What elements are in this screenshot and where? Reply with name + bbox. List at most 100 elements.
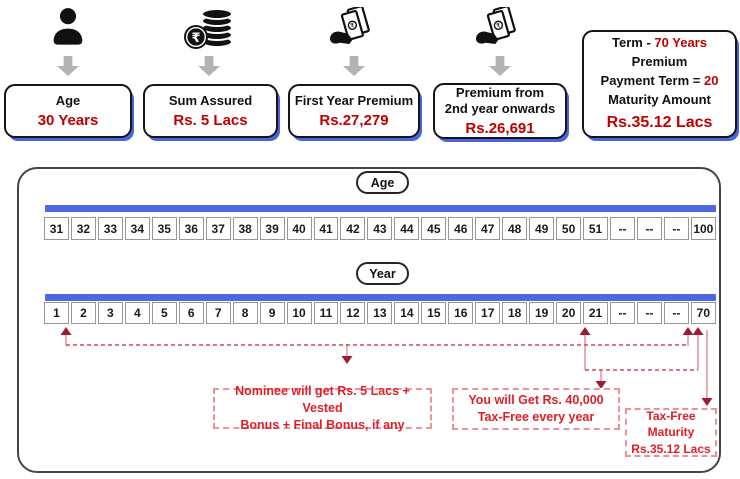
tax-free-maturity-line2: Maturity — [647, 425, 695, 440]
age-cell: -- — [636, 217, 662, 240]
down-arrow-icon — [343, 56, 365, 76]
age-cell: 39 — [259, 217, 285, 240]
maturity-amount-value: Rs.35.12 Lacs — [606, 113, 713, 131]
maturity-amount-label: Maturity Amount — [608, 91, 711, 107]
year-cell: -- — [610, 302, 635, 324]
year-cell: -- — [636, 302, 662, 324]
person-icon-svg — [53, 8, 83, 45]
age-cell: 34 — [124, 217, 150, 240]
person-icon — [46, 4, 90, 50]
age-cell: -- — [663, 217, 689, 240]
premium-2nd-year-card: Premium from 2nd year onwards Rs.26,691 — [433, 83, 567, 139]
age-cell: 38 — [232, 217, 258, 240]
year-cell: 8 — [232, 302, 258, 324]
age-cell: 44 — [394, 217, 420, 240]
age-cell: 46 — [448, 217, 474, 240]
age-axis-label: Age — [356, 171, 409, 194]
year-cell: 13 — [367, 302, 393, 324]
age-cell: 50 — [556, 217, 582, 240]
payment-term-label: Payment Term = — [600, 72, 704, 88]
first-year-premium-card: First Year Premium Rs.27,279 — [288, 84, 420, 138]
premium-2nd-year-title-line2: 2nd year onwards — [444, 101, 556, 116]
age-cell: 31 — [44, 217, 69, 240]
term-value: 70 Years — [654, 35, 707, 51]
sum-assured-value: Rs. 5 Lacs — [173, 111, 248, 129]
annual-payout-note: You will Get Rs. 40,000 Tax-Free every y… — [452, 388, 620, 430]
money-in-hand-icon-svg: ₹ — [476, 5, 516, 44]
payment-term-line: Payment Term = 20 — [601, 72, 719, 91]
sum-assured-title: Sum Assured — [168, 93, 253, 109]
age-axis-bar — [45, 205, 716, 212]
svg-text:₹: ₹ — [349, 21, 356, 30]
money-in-hand-icon-svg: ₹ — [330, 5, 370, 44]
premium-word: Premium — [631, 54, 688, 70]
tax-free-maturity-line3: Rs.35.12 Lacs — [631, 441, 711, 456]
year-cell: 70 — [690, 302, 716, 324]
money-in-hand-icon: ₹ — [327, 5, 377, 50]
year-cell: 21 — [583, 302, 609, 324]
annual-payout-line1: You will Get Rs. 40,000 — [468, 393, 604, 408]
premium-2nd-year-title-line1: Premium from — [455, 85, 545, 101]
age-cell: -- — [610, 217, 635, 240]
year-cell: 12 — [340, 302, 366, 324]
age-cell: 43 — [367, 217, 393, 240]
year-cell: 11 — [313, 302, 339, 324]
year-cell: 17 — [475, 302, 501, 324]
year-cell: 3 — [97, 302, 123, 324]
annual-payout-line2: Tax-Free every year — [477, 410, 595, 424]
age-cell: 100 — [690, 217, 716, 240]
premium-2nd-year-value: Rs.26,691 — [465, 119, 535, 137]
year-cell: 2 — [70, 302, 96, 324]
term-summary-card: Term - 70 Years Premium Payment Term = 2… — [582, 30, 737, 138]
year-cell: 5 — [151, 302, 177, 324]
down-arrow-icon — [198, 56, 220, 76]
age-cell: 37 — [205, 217, 231, 240]
age-cell: 33 — [97, 217, 123, 240]
rupee-coins-icon: ₹ — [183, 4, 235, 51]
age-cell: 51 — [583, 217, 609, 240]
year-axis-bar — [45, 294, 716, 301]
nominee-benefit-line1: Nominee will get Rs. 5 Lacs + Vested — [235, 384, 410, 416]
year-cell: 16 — [448, 302, 474, 324]
svg-text:₹: ₹ — [495, 21, 502, 30]
year-cell: 20 — [556, 302, 582, 324]
sum-assured-card: Sum Assured Rs. 5 Lacs — [143, 84, 278, 138]
year-cell: 15 — [421, 302, 447, 324]
age-cell: 32 — [70, 217, 96, 240]
year-cell: 7 — [205, 302, 231, 324]
year-cell: 9 — [259, 302, 285, 324]
year-cell: 4 — [124, 302, 150, 324]
age-cell: 48 — [502, 217, 528, 240]
age-card-title: Age — [55, 93, 81, 109]
year-cell: 1 — [44, 302, 69, 324]
age-cell: 42 — [340, 217, 366, 240]
tax-free-maturity-line1: Tax-Free — [646, 409, 696, 424]
age-cell: 45 — [421, 217, 447, 240]
year-cell: 14 — [394, 302, 420, 324]
nominee-benefit-line2: Bonus + Final Bonus, if any — [240, 417, 405, 432]
term-line: Term - 70 Years — [612, 34, 707, 53]
year-cell: 18 — [502, 302, 528, 324]
age-cell: 35 — [151, 217, 177, 240]
term-label: Term - — [612, 35, 655, 51]
year-cell: -- — [663, 302, 689, 324]
first-year-premium-value: Rs.27,279 — [319, 111, 389, 129]
payment-term-value: 20 — [703, 72, 719, 88]
tax-free-maturity-note: Tax-Free Maturity Rs.35.12 Lacs — [625, 408, 717, 457]
first-year-premium-title: First Year Premium — [294, 93, 414, 109]
year-cell: 19 — [529, 302, 555, 324]
age-cell: 40 — [286, 217, 312, 240]
age-cell: 41 — [313, 217, 339, 240]
age-card: Age 30 Years — [4, 84, 132, 138]
year-cell: 6 — [178, 302, 204, 324]
age-cell: 49 — [529, 217, 555, 240]
premium-2nd-year-title: Premium from 2nd year onwards — [445, 85, 556, 116]
age-cell: 36 — [178, 217, 204, 240]
nominee-benefit-note: Nominee will get Rs. 5 Lacs + Vested Bon… — [213, 384, 432, 432]
down-arrow-icon — [57, 56, 79, 76]
year-cell: 10 — [286, 302, 312, 324]
rupee-coins-icon-svg: ₹ — [184, 8, 233, 49]
